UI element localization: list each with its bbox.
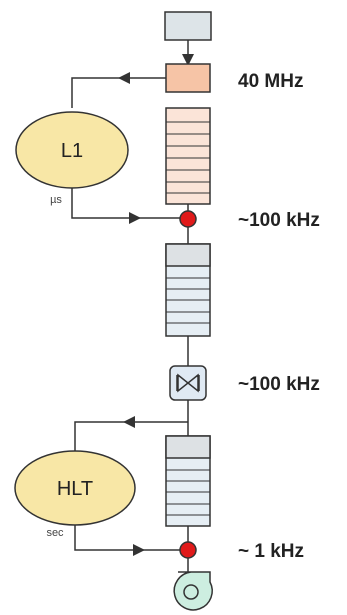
detector-source-box (164, 11, 212, 41)
hlt-buffer-header (165, 435, 211, 459)
pipeline-buffer-rows (166, 121, 210, 194)
pipeline-buffer (165, 107, 211, 205)
hlt-trigger-label: HLT (57, 478, 93, 500)
rate-storage-label: ~ 1 kHz (238, 541, 304, 562)
rate-40mhz-label: 40 MHz (238, 71, 303, 92)
rate-l1-output-label: ~100 kHz (238, 210, 320, 231)
readout-buffer-rows (166, 277, 210, 324)
hlt-latency-label: sec (46, 527, 64, 539)
hlt-buffer-rows (166, 469, 210, 516)
rate-event-builder-label: ~100 kHz (238, 374, 320, 395)
front-end-box (165, 63, 211, 93)
readout-buffer-header (165, 243, 211, 267)
hlt-input-drop (74, 421, 126, 451)
l1-input-drop (71, 77, 121, 108)
hlt-decision-line (74, 525, 145, 556)
l1-decision-line (71, 188, 141, 224)
storage-pump-icon (173, 571, 213, 611)
l1-trigger-label: L1 (61, 140, 83, 162)
l1-accept-node (179, 210, 197, 228)
hlt-accept-node (179, 541, 197, 559)
l1-latency-label: µs (50, 194, 62, 206)
switch-bowtie-icon (176, 373, 200, 393)
